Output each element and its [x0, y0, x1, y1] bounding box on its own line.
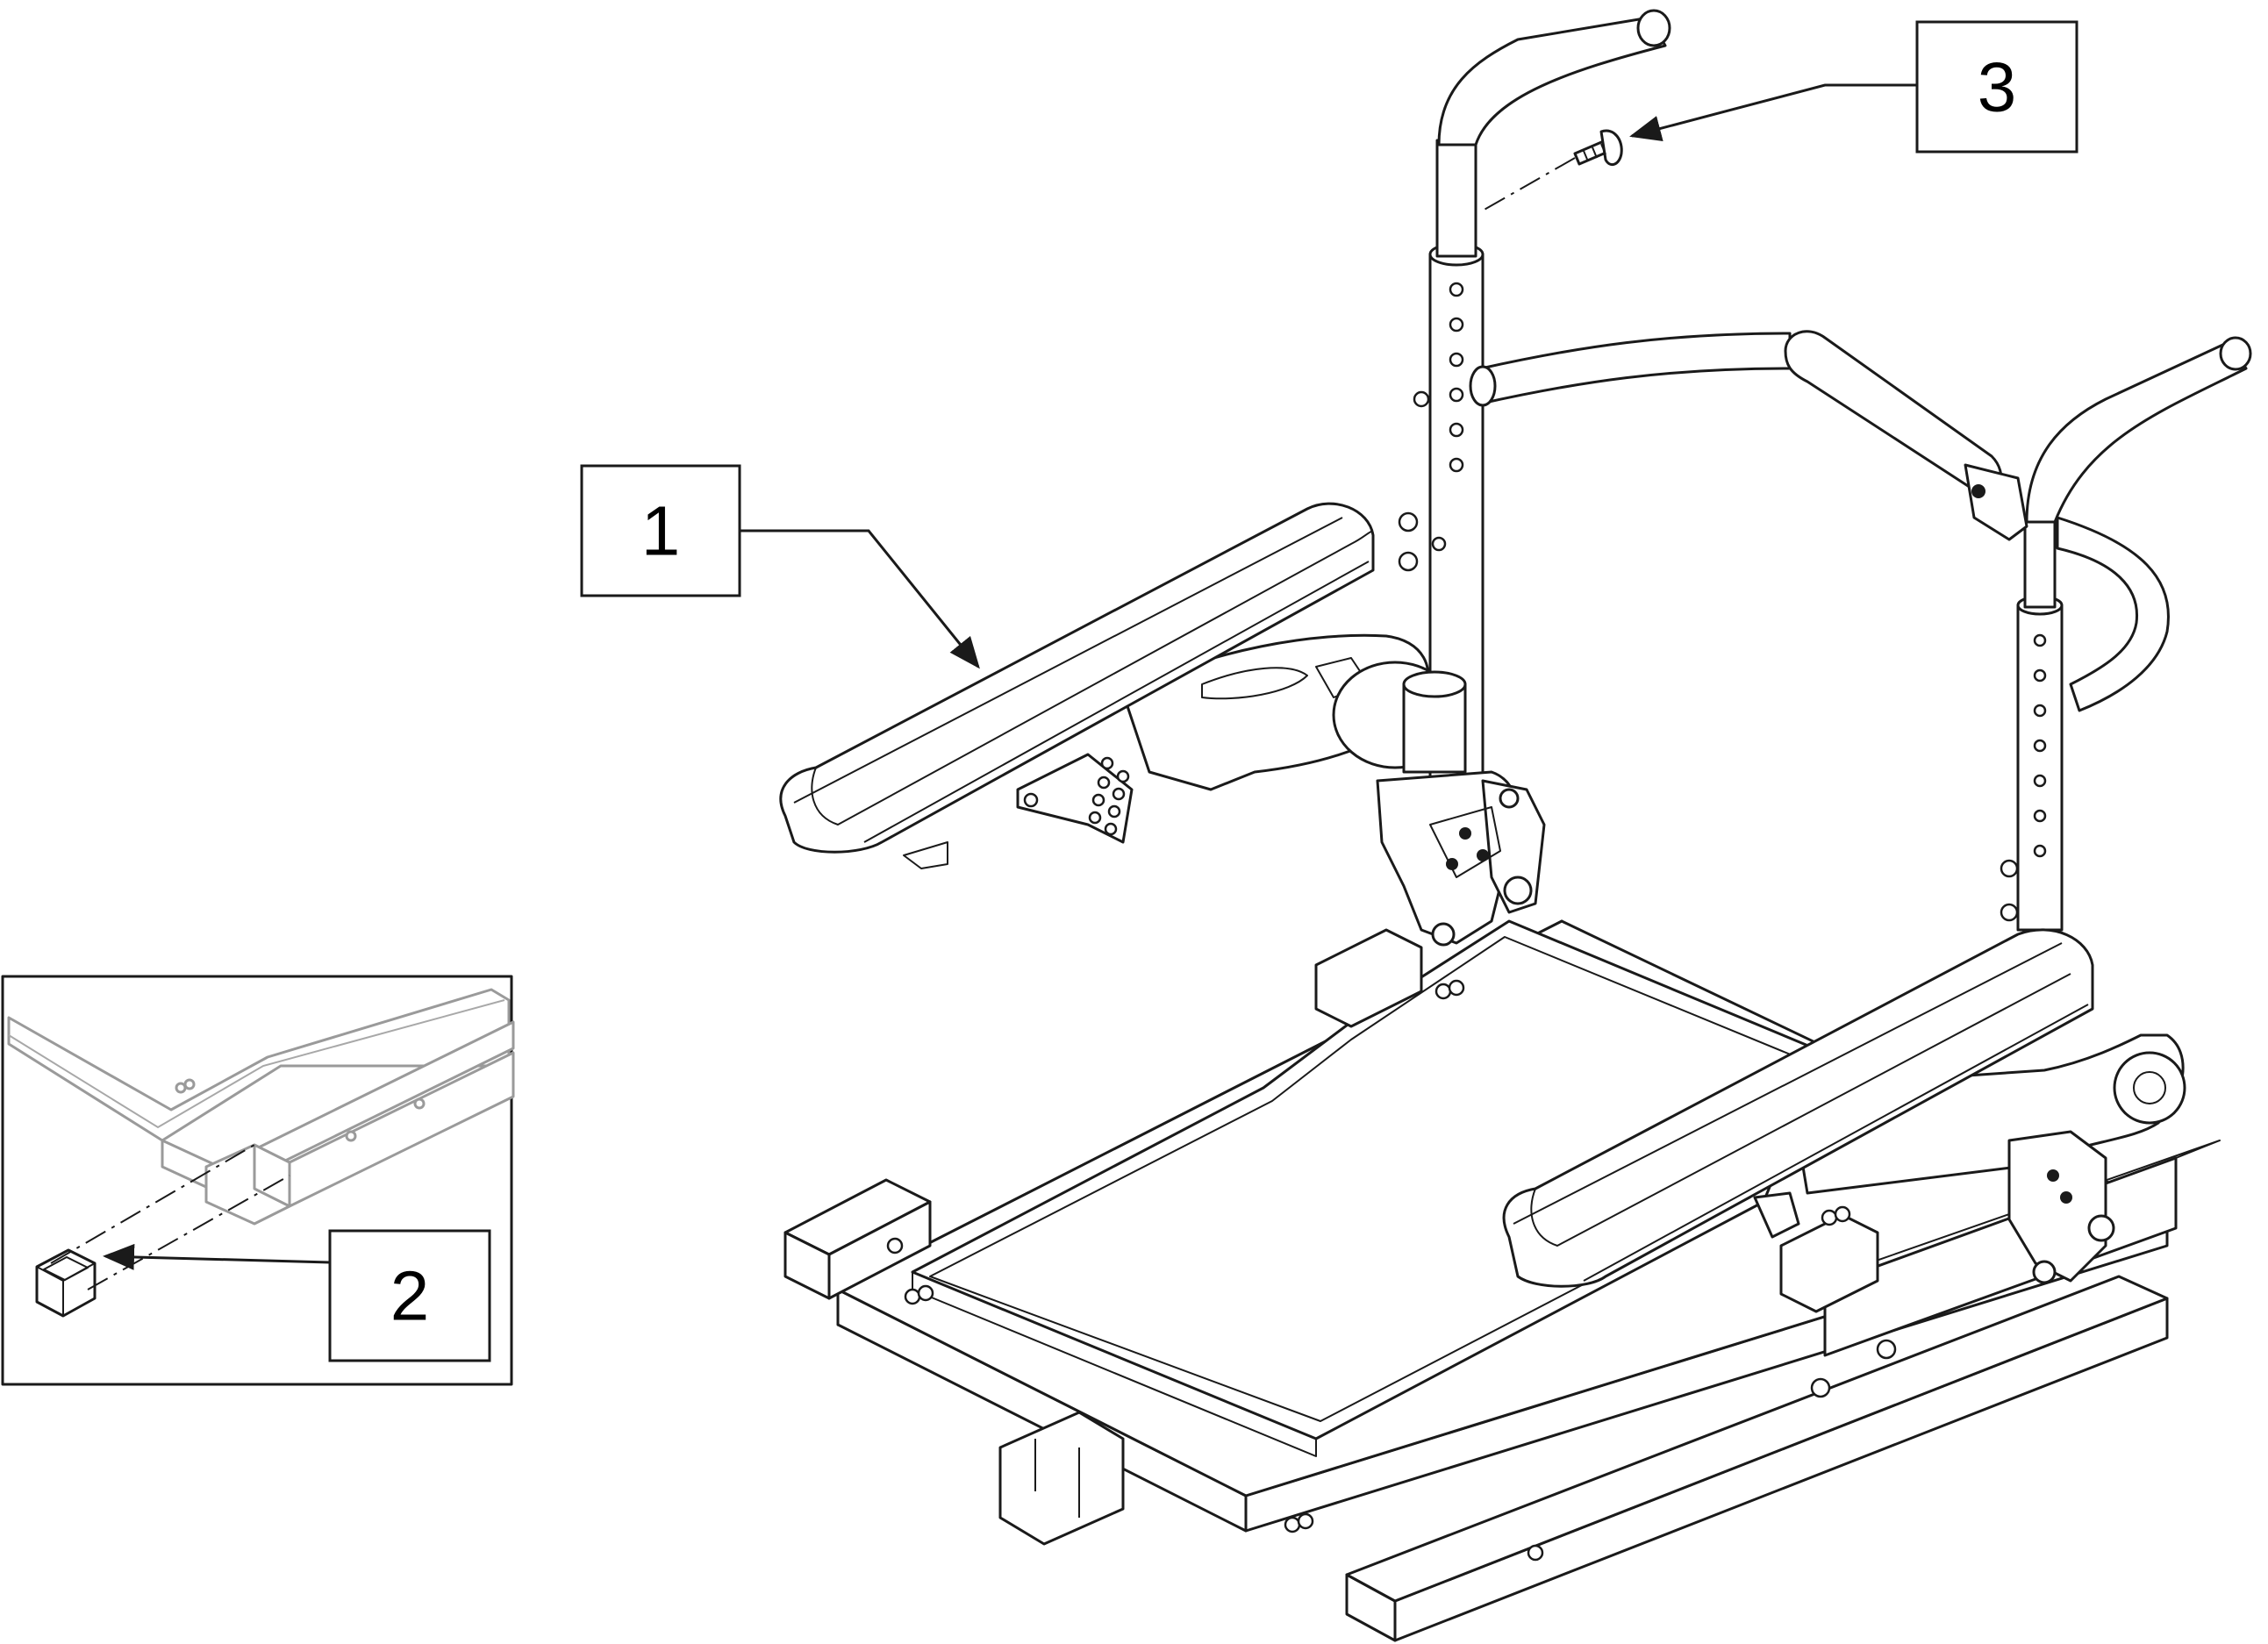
inset-detail	[1, 975, 515, 1386]
callout-2: 2	[103, 1229, 491, 1362]
right-armrest	[1502, 928, 2186, 1288]
screw-part	[1482, 129, 1623, 211]
callout-2-label: 2	[390, 1257, 430, 1335]
left-hinge-assembly	[1332, 661, 1546, 947]
left-armrest	[779, 502, 1430, 869]
back-canes	[1398, 9, 2252, 932]
callout-3: 3	[1629, 20, 2078, 154]
callout-1-label: 1	[641, 492, 681, 570]
callout-1: 1	[580, 464, 980, 669]
callout-3-label: 3	[1978, 48, 2017, 126]
